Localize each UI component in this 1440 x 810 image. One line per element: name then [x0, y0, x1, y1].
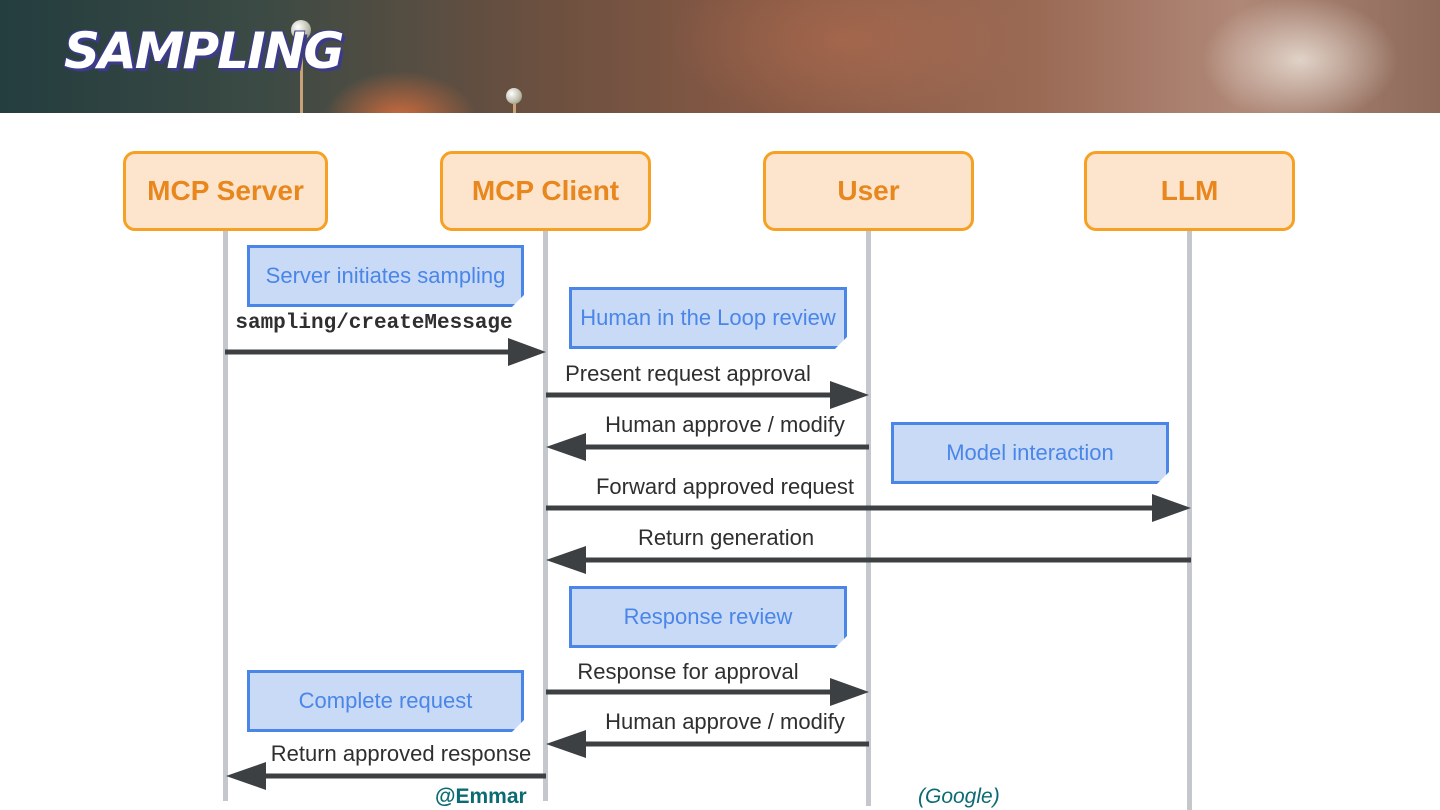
message-return-response: Return approved response	[270, 741, 532, 766]
antenna-decoration	[300, 30, 303, 113]
actor-mcp-client: MCP Client	[440, 151, 651, 231]
actor-mcp-server: MCP Server	[123, 151, 328, 231]
actor-llm-label: LLM	[1160, 175, 1219, 206]
note-response-review-label: Response review	[623, 604, 793, 629]
message-present-request: Present request approval	[565, 361, 811, 386]
lifeline-llm	[1187, 231, 1192, 810]
note-server-initiates: Server initiates sampling	[247, 245, 524, 307]
actor-mcp-server-label: MCP Server	[147, 175, 304, 206]
actor-user-label: User	[837, 175, 900, 206]
message-forward-request: Forward approved request	[595, 474, 855, 499]
message-human-approve-2: Human approve / modify	[605, 709, 845, 734]
header-banner: SAMPLING	[0, 0, 1440, 113]
antenna-knob-decoration-small	[506, 88, 522, 104]
arrowhead-create-message	[508, 338, 546, 366]
note-human-in-loop: Human in the Loop review	[569, 287, 847, 349]
note-complete-request-label: Complete request	[298, 688, 473, 713]
page-title: SAMPLING	[64, 22, 344, 80]
footer-org: (Google)	[918, 785, 1000, 808]
antenna-knob-decoration	[291, 20, 311, 40]
note-model-interaction-label: Model interaction	[946, 440, 1114, 465]
note-response-review: Response review	[569, 586, 847, 648]
note-human-in-loop-label: Human in the Loop review	[580, 305, 836, 330]
note-complete-request: Complete request	[247, 670, 524, 732]
lifeline-mcp-client	[543, 231, 548, 801]
arrowhead-forward-request	[1152, 494, 1191, 522]
message-human-approve-1: Human approve / modify	[605, 412, 845, 437]
arrowhead-return-response	[226, 762, 266, 790]
arrowhead-human-approve-1	[546, 433, 586, 461]
lifeline-user	[866, 231, 871, 806]
actor-llm: LLM	[1084, 151, 1295, 231]
message-response-for-approval: Response for approval	[577, 659, 799, 684]
footer-handle: @Emmar	[435, 785, 527, 808]
message-return-generation: Return generation	[637, 525, 815, 550]
note-model-interaction: Model interaction	[891, 422, 1169, 484]
message-create-message: sampling/createMessage	[235, 312, 513, 335]
note-server-initiates-label: Server initiates sampling	[265, 263, 506, 288]
arrowhead-response-for-approval	[830, 678, 869, 706]
arrowhead-return-generation	[546, 546, 586, 574]
arrowhead-present-request	[830, 381, 869, 409]
arrowhead-human-approve-2	[546, 730, 586, 758]
actor-mcp-client-label: MCP Client	[471, 175, 620, 206]
antenna-decoration-small	[513, 98, 516, 113]
lifeline-mcp-server	[223, 231, 228, 801]
actor-user: User	[763, 151, 974, 231]
